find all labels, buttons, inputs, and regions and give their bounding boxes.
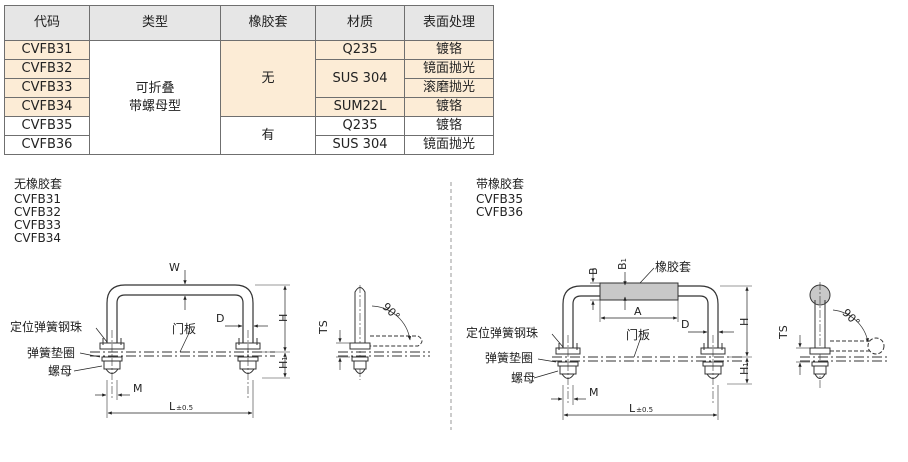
left-handle-side-view	[336, 285, 430, 380]
dim-L-letter: L	[169, 400, 176, 413]
type-line-2: 带螺母型	[128, 98, 181, 114]
dim-L-right-tol: ±0.5	[636, 406, 653, 414]
finish-cell: 镀铬	[404, 116, 494, 136]
label-door-right: 门板	[626, 328, 651, 342]
dim-H1-right-sub: 1	[742, 362, 750, 366]
dim-D-right: D	[681, 318, 689, 331]
right-handle-side-view	[796, 282, 890, 390]
label-washer-left: 弹簧垫圈	[27, 346, 76, 360]
left-handle-front-view	[90, 284, 290, 418]
rubber-grip	[599, 282, 679, 301]
right-group-code: CVFB36	[476, 205, 523, 219]
dim-B1: B1	[616, 258, 629, 270]
right-group-code: CVFB35	[476, 192, 523, 206]
left-group-code: CVFB31	[14, 192, 61, 206]
dim-D: D	[216, 312, 224, 325]
label-plunger-left: 定位弹簧钢珠	[10, 320, 83, 334]
label-door-left: 门板	[172, 322, 197, 336]
dim-M: M	[133, 382, 143, 395]
header-code: 代码	[4, 5, 90, 41]
dim-angle-right: 90°	[840, 306, 863, 329]
dim-M-right: M	[589, 386, 599, 399]
left-group-code: CVFB32	[14, 205, 61, 219]
left-group-title: 无橡胶套	[14, 177, 63, 191]
dim-L: L±0.5	[169, 400, 193, 413]
dim-H1: H1	[277, 356, 290, 369]
finish-cell: 滚磨抛光	[404, 78, 494, 98]
dim-H1-letter: H	[277, 361, 290, 369]
label-nut-left: 螺母	[48, 364, 73, 378]
material-cell: Q235	[315, 116, 405, 136]
material-cell: SUS 304	[315, 135, 405, 155]
type-line-1: 可折叠	[135, 80, 175, 96]
label-washer-right: 弹簧垫圈	[485, 351, 534, 365]
dim-angle-left: 90°	[380, 300, 403, 323]
dim-H1-right-letter: H	[738, 367, 751, 375]
finish-cell: 镜面抛光	[404, 135, 494, 155]
table-row: CVFB33 滚磨抛光	[4, 78, 494, 98]
dim-A: A	[634, 305, 642, 318]
code-cell: CVFB31	[4, 40, 90, 60]
dim-TS-left: TS	[317, 320, 330, 335]
rubber-yes-cell: 有	[220, 116, 316, 155]
dim-H: H	[277, 314, 290, 322]
table-row: CVFB36 SUS 304 镜面抛光	[4, 135, 494, 155]
dim-L-tol: ±0.5	[176, 404, 193, 412]
code-cell: CVFB34	[4, 97, 90, 117]
label-rubber: 橡胶套	[655, 260, 692, 274]
left-group-code: CVFB34	[14, 231, 61, 245]
right-group-title: 带橡胶套	[476, 177, 525, 191]
type-cell: 可折叠带螺母型	[89, 40, 221, 155]
right-dimensions	[533, 267, 749, 417]
dim-W: W	[169, 261, 180, 274]
right-handle-front-view	[552, 282, 752, 420]
table-row: CVFB34 SUM22L 镀铬	[4, 97, 494, 117]
left-group-code: CVFB33	[14, 218, 61, 232]
dim-B1-letter: B	[616, 262, 629, 270]
dim-B: B	[587, 267, 600, 275]
table-row: CVFB32 SUS 304 镜面抛光	[4, 59, 494, 98]
rubber-no-cell: 无	[220, 40, 316, 117]
table-row: CVFB31 可折叠带螺母型 无 Q235 镀铬	[4, 40, 494, 155]
finish-cell: 镜面抛光	[404, 59, 494, 79]
spec-table: 代码 类型 橡胶套 材质 表面处理 CVFB31 可折叠带螺母型 无 Q235 …	[4, 5, 494, 155]
dim-L-right: L±0.5	[629, 402, 653, 415]
dim-H1-sub: 1	[281, 356, 289, 360]
dim-TS-right: TS	[777, 325, 790, 340]
code-cell: CVFB36	[4, 135, 90, 155]
dim-L-right-letter: L	[629, 402, 636, 415]
left-dimensions	[73, 270, 287, 415]
code-cell: CVFB33	[4, 78, 90, 98]
material-cell: SUS 304	[315, 59, 405, 98]
table-header-row: 代码 类型 橡胶套 材质 表面处理	[4, 5, 494, 41]
header-finish: 表面处理	[404, 5, 494, 41]
label-plunger-right: 定位弹簧钢珠	[466, 326, 539, 340]
dim-B1-sub: 1	[620, 258, 628, 262]
dim-H-right: H	[738, 318, 751, 326]
label-nut-right: 螺母	[511, 371, 536, 385]
table-row: CVFB35 有 Q235 镀铬	[4, 116, 494, 155]
dim-H1-right: H1	[738, 362, 751, 375]
finish-cell: 镀铬	[404, 97, 494, 117]
